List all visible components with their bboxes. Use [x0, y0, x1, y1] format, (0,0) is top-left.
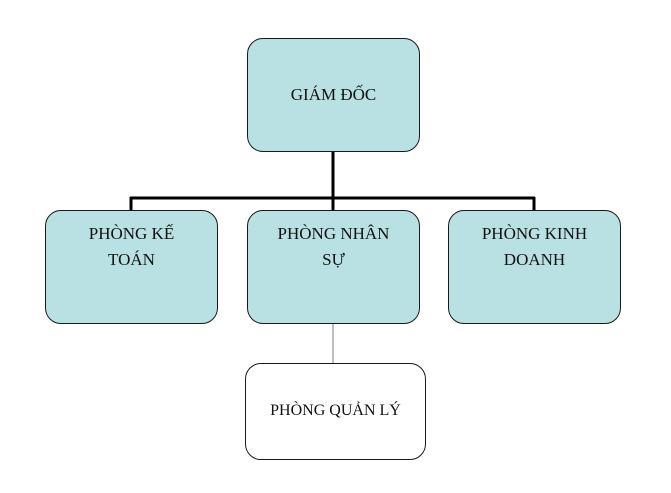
node-sales-department: PHÒNG KINH DOANH [448, 210, 621, 324]
node-ceo: GIÁM ĐỐC [247, 38, 420, 152]
node-hr-department: PHÒNG NHÂN SỰ [247, 210, 420, 324]
node-sales-label: PHÒNG KINH DOANH [481, 224, 588, 270]
node-hr-label: PHÒNG NHÂN SỰ [277, 224, 390, 270]
node-management-label: PHÒNG QUẢN LÝ [270, 402, 401, 420]
node-management-department: PHÒNG QUẢN LÝ [245, 363, 426, 460]
node-accounting-department: PHÒNG KẾ TOÁN [45, 210, 218, 324]
node-ceo-label: GIÁM ĐỐC [290, 84, 377, 104]
node-accounting-label: PHÒNG KẾ TOÁN [88, 224, 175, 270]
